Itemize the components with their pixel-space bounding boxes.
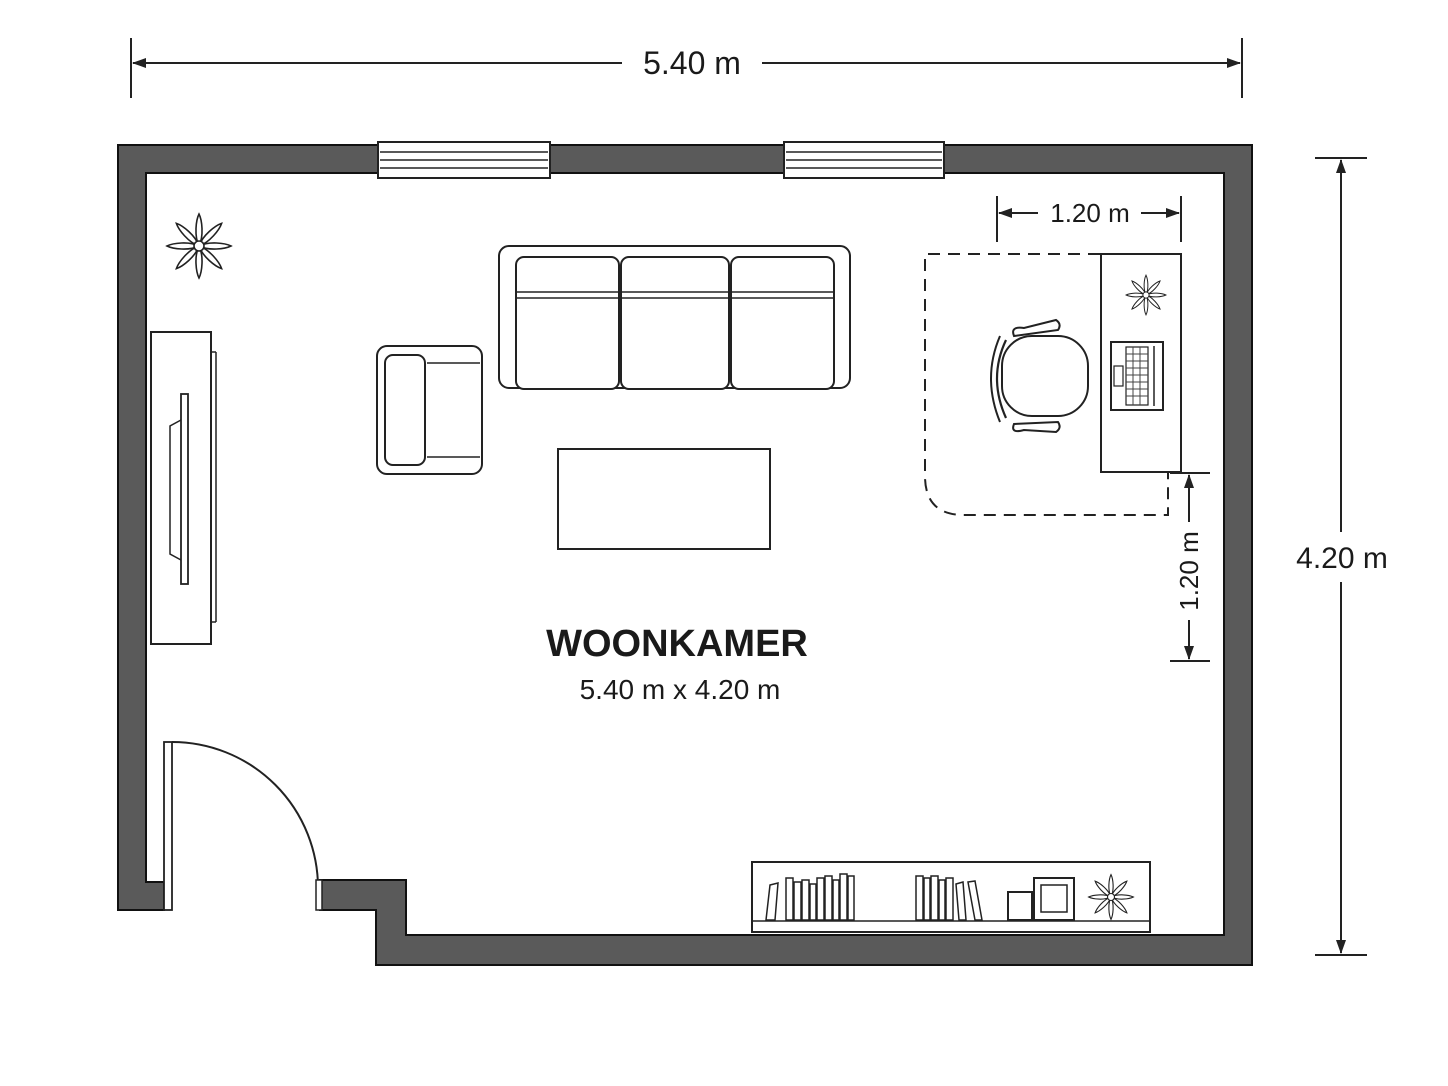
plant-icon bbox=[1125, 274, 1167, 316]
desk-depth-label: 1.20 m bbox=[1174, 531, 1204, 611]
tv-unit-icon bbox=[150, 331, 217, 645]
window-left bbox=[377, 141, 551, 179]
bookshelf-icon bbox=[751, 861, 1151, 933]
sofa-icon bbox=[498, 245, 851, 390]
dimension-desk-depth: 1.20 m bbox=[1170, 472, 1210, 662]
plant-icon bbox=[166, 213, 232, 279]
plant-icon bbox=[1088, 874, 1134, 920]
picture-frame-icon bbox=[1007, 877, 1075, 921]
coffee-table-icon bbox=[557, 448, 771, 550]
width-label: 5.40 m bbox=[643, 45, 741, 81]
window-right bbox=[783, 141, 945, 179]
desk-width-label: 1.20 m bbox=[1050, 198, 1130, 228]
dimension-width: 5.40 m bbox=[130, 38, 1243, 98]
room-name: WOONKAMER bbox=[546, 623, 808, 665]
room-size: 5.40 m x 4.20 m bbox=[580, 674, 781, 705]
dimension-height: 4.20 m bbox=[1296, 157, 1388, 956]
dimension-desk-width: 1.20 m bbox=[996, 196, 1182, 242]
height-label: 4.20 m bbox=[1296, 542, 1388, 575]
armchair-icon bbox=[376, 345, 483, 475]
office-chair-icon bbox=[990, 318, 1089, 434]
desk-zone bbox=[924, 253, 1169, 516]
laptop-icon bbox=[1110, 341, 1164, 411]
door-swing-icon bbox=[163, 741, 323, 911]
